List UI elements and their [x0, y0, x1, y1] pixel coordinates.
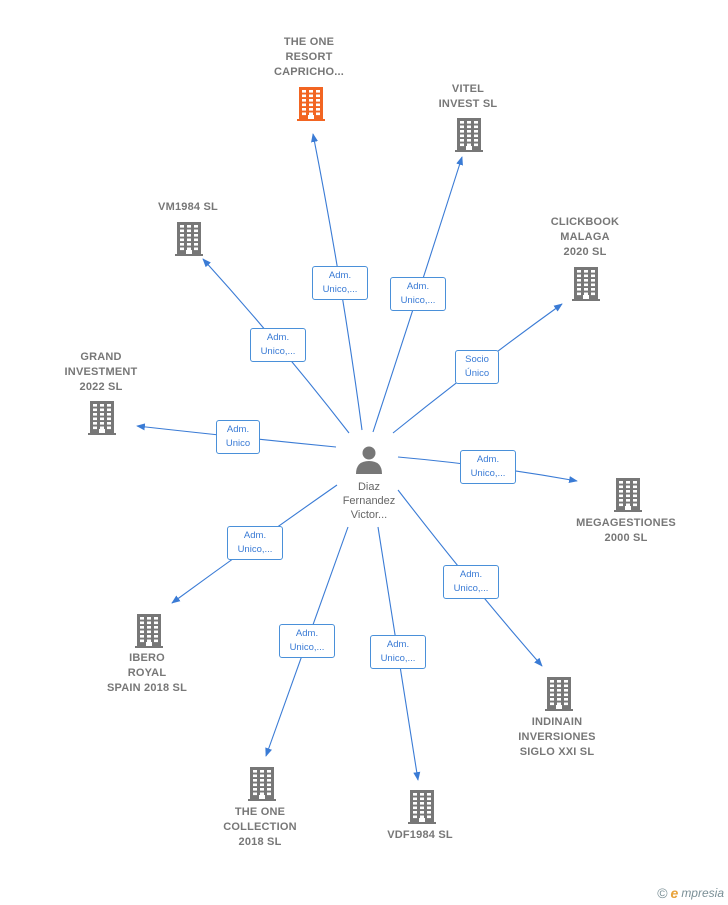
company-name-line: VM1984 SL: [158, 201, 218, 213]
company-name-line: SPAIN 2018 SL: [106, 682, 188, 694]
edge-role-label[interactable]: Adm. Unico,...: [227, 526, 283, 560]
edge-role-label[interactable]: Adm. Unico,...: [443, 565, 499, 599]
company-name-line: 2018 SL: [238, 836, 282, 848]
company-name-line: INVEST SL: [438, 98, 498, 110]
building-icon: [248, 767, 276, 801]
company-name-line: INVESTMENT: [64, 366, 138, 378]
edge-role-text: Adm.: [406, 281, 430, 292]
building-icon: [455, 118, 483, 152]
edge-role-text: Unico,...: [400, 295, 436, 306]
company-name-line: ROYAL: [127, 667, 167, 679]
company-node-vitel-invest[interactable]: VITEL INVEST SL: [398, 82, 538, 112]
edge-role-text: Adm.: [266, 332, 290, 343]
building-icon: [88, 401, 116, 435]
building-icon: [545, 677, 573, 711]
company-node-vdf1984[interactable]: VDF1984 SL: [350, 828, 490, 843]
edge-role-text: Unico: [225, 438, 251, 449]
edge-role-text: Adm.: [476, 454, 500, 465]
company-name-line: CAPRICHO...: [273, 66, 345, 78]
edge-role-text: Unico,...: [289, 642, 325, 653]
company-name-line: SIGLO XXI SL: [519, 746, 595, 758]
edge-role-text: Unico,...: [470, 468, 506, 479]
building-icon: [408, 790, 436, 824]
person-name-line: Victor...: [350, 509, 388, 521]
edge-role-label[interactable]: Adm. Unico: [216, 420, 260, 454]
edge-role-text: Adm.: [226, 424, 250, 435]
company-node-ibero-royal[interactable]: IBERO ROYAL SPAIN 2018 SL: [77, 651, 217, 696]
edge-role-text: Adm.: [295, 628, 319, 639]
building-icon: [175, 222, 203, 256]
edge-role-text: Único: [464, 368, 490, 379]
company-name-line: COLLECTION: [223, 821, 297, 833]
company-name-line: MEGAGESTIONES: [576, 517, 676, 529]
company-node-grand-investment[interactable]: GRAND INVESTMENT 2022 SL: [31, 350, 171, 395]
edge-role-label[interactable]: Adm. Unico,...: [370, 635, 426, 669]
company-name-line: MALAGA: [560, 231, 610, 243]
company-name-line: GRAND: [80, 351, 122, 363]
brand-name: mpresia: [681, 886, 724, 900]
edge-role-text: Adm.: [459, 569, 483, 580]
company-name-line: VDF1984 SL: [387, 829, 453, 841]
edge-role-text: Adm.: [328, 270, 352, 281]
edge-role-text: Socio: [465, 354, 489, 365]
edge-role-label[interactable]: Adm. Unico,...: [279, 624, 335, 658]
edge-role-label[interactable]: Adm. Unico,...: [312, 266, 368, 300]
edge-role-text: Unico,...: [260, 346, 296, 357]
edge-role-label[interactable]: Adm. Unico,...: [460, 450, 516, 484]
company-name-line: RESORT: [285, 51, 333, 63]
company-node-indinain[interactable]: INDINAIN INVERSIONES SIGLO XXI SL: [487, 715, 627, 760]
company-node-the-one-collection[interactable]: THE ONE COLLECTION 2018 SL: [190, 805, 330, 850]
person-name-line: Diaz: [357, 481, 380, 493]
person-icon: [356, 446, 382, 474]
company-node-clickbook-malaga[interactable]: CLICKBOOK MALAGA 2020 SL: [515, 215, 655, 260]
building-icon: [135, 614, 163, 648]
edge-role-text: Unico,...: [237, 544, 273, 555]
person-name-line: Fernandez: [342, 495, 396, 507]
company-name-line: CLICKBOOK: [550, 216, 620, 228]
company-node-megagestiones[interactable]: MEGAGESTIONES 2000 SL: [556, 516, 696, 546]
edge-role-text: Unico,...: [453, 583, 489, 594]
company-name-line: IBERO: [129, 652, 165, 664]
building-icon: [614, 478, 642, 512]
edge-role-text: Unico,...: [380, 653, 416, 664]
edge-role-text: Adm.: [386, 639, 410, 650]
copyright-symbol: ©: [657, 885, 668, 901]
brand-initial: e: [670, 885, 679, 901]
company-name-line: THE ONE: [283, 36, 335, 48]
building-icon: [297, 87, 325, 121]
company-name-line: 2022 SL: [79, 381, 123, 393]
company-node-the-one-resort[interactable]: THE ONE RESORT CAPRICHO...: [239, 35, 379, 80]
company-name-line: 2020 SL: [563, 246, 607, 258]
edge-role-label[interactable]: Adm. Unico,...: [250, 328, 306, 362]
company-name-line: VITEL: [451, 83, 485, 95]
edge-role-text: Unico,...: [322, 284, 358, 295]
building-icon: [572, 267, 600, 301]
company-node-vm1984[interactable]: VM1984 SL: [118, 200, 258, 215]
company-name-line: THE ONE: [234, 806, 286, 818]
company-name-line: INDINAIN: [531, 716, 583, 728]
company-name-line: 2000 SL: [604, 532, 648, 544]
edge-role-label[interactable]: Adm. Unico,...: [390, 277, 446, 311]
edge-role-text: Adm.: [243, 530, 267, 541]
company-name-line: INVERSIONES: [518, 731, 596, 743]
